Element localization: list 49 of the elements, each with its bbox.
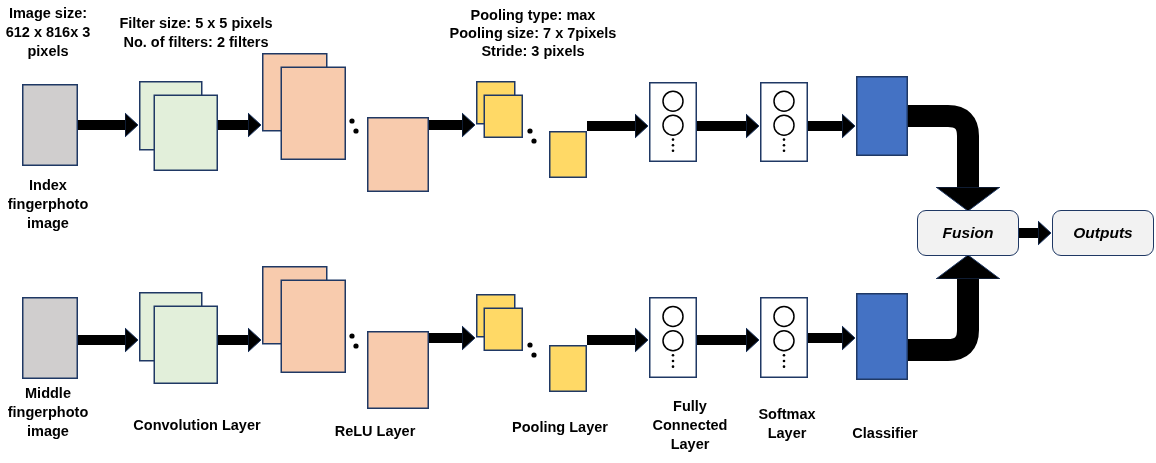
arrow — [429, 112, 476, 138]
input-image-block — [22, 84, 78, 166]
caption-text: Convolution Layer — [132, 416, 262, 435]
pooled-map — [549, 131, 587, 178]
arrow — [587, 327, 649, 353]
pooled-map-stack — [476, 294, 523, 351]
caption-text: Softmax Layer — [757, 405, 817, 443]
caption-text: Middle fingerphoto image — [6, 384, 90, 441]
classifier-bar — [856, 293, 908, 380]
arrow — [78, 327, 139, 353]
arrow — [429, 325, 476, 351]
feature-map — [367, 117, 429, 192]
arrow — [808, 325, 856, 351]
parameter-text: Image size: 612 x 816x 3 pixels — [4, 4, 92, 61]
arrow — [697, 327, 760, 353]
parameter-text: No. of filters: 2 filters — [122, 33, 270, 52]
caption-text: Fully Connected Layer — [651, 397, 729, 454]
pooled-map-stack — [476, 81, 523, 138]
arrow — [697, 113, 760, 139]
input-image-block — [22, 297, 78, 379]
output-box: Outputs — [1052, 210, 1154, 256]
arrow — [218, 327, 262, 353]
classifier-bar — [856, 76, 908, 156]
neuron-layer-drawing — [760, 297, 808, 378]
feature-map-stack — [262, 266, 346, 373]
parameter-text: Filter size: 5 x 5 pixels — [118, 14, 274, 33]
filter-stack — [139, 81, 218, 171]
arrow — [78, 112, 139, 138]
parameter-text: Stride: 3 pixels — [480, 42, 586, 61]
arrow — [908, 105, 1001, 212]
arrow — [218, 112, 262, 138]
process-box: Fusion — [917, 210, 1019, 256]
arrow — [808, 113, 856, 139]
neuron-layer-drawing — [649, 82, 697, 162]
neuron-layer-drawing — [649, 297, 697, 378]
pooled-map — [549, 345, 587, 392]
caption-text: Pooling Layer — [511, 418, 609, 437]
filter-stack — [139, 292, 218, 384]
arrow — [908, 254, 1001, 361]
caption-text: Index fingerphoto image — [6, 176, 90, 233]
parameter-text: Pooling size: 7 x 7pixels — [448, 24, 618, 43]
caption-text: ReLU Layer — [333, 422, 417, 441]
caption-text: Classifier — [851, 424, 919, 443]
parameter-text: Pooling type: max — [469, 6, 597, 25]
neuron-layer-drawing — [760, 82, 808, 162]
feature-map-stack — [262, 53, 346, 160]
arrow — [587, 113, 649, 139]
feature-map — [367, 331, 429, 409]
arrow — [1019, 220, 1052, 246]
